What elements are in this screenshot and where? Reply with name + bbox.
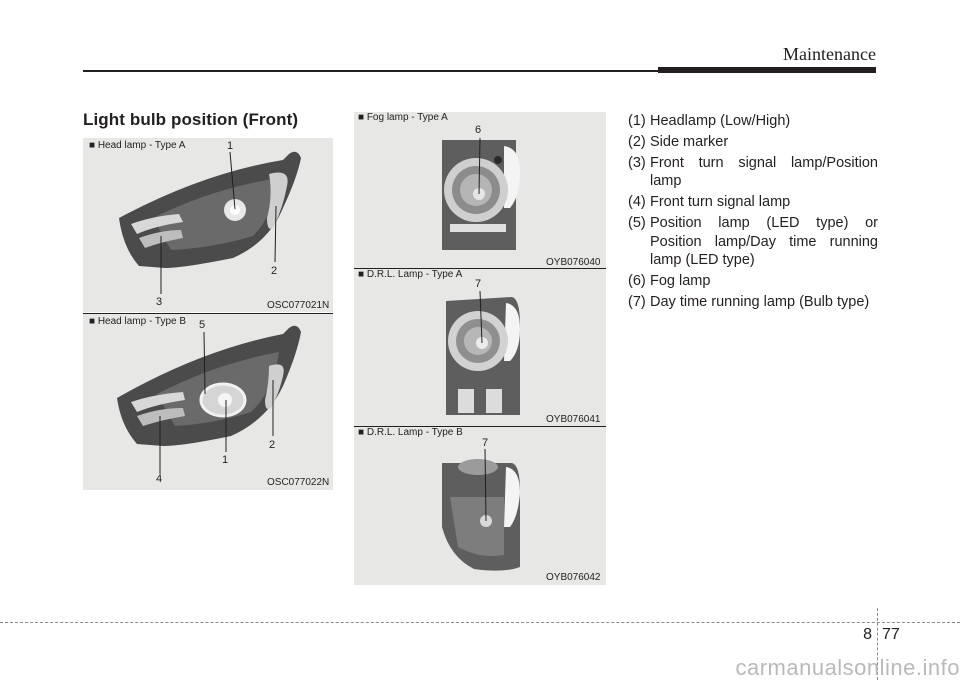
figure-head-lamp-type-a: ■ Head lamp - Type A 1 2 3 OSC077021N [83, 138, 333, 312]
legend-number: (7) [628, 294, 646, 311]
legend-text: Front turn signal lamp [650, 194, 791, 211]
legend-text: Side marker [650, 134, 729, 150]
legend-item: (6)Fog lamp [628, 272, 878, 290]
footer-rule [0, 622, 960, 623]
header-rule-accent [658, 67, 876, 73]
callout-label: 7 [482, 437, 489, 449]
header-title: Maintenance [783, 44, 876, 64]
figure-divider [83, 313, 333, 314]
figure-divider [354, 268, 606, 269]
callout-label: 4 [156, 473, 163, 485]
footer-page-divider [877, 608, 878, 680]
callout-label: 3 [156, 296, 163, 308]
section-title: Light bulb position (Front) [83, 110, 299, 129]
callout-label: 7 [475, 278, 482, 290]
figure-fog-lamp-type-a: ■ Fog lamp - Type A 6 OYB076040 [354, 112, 606, 268]
figure-caption: ■ D.R.L. Lamp - Type A [358, 269, 463, 280]
legend-item: (1)Headlamp (Low/High) [628, 112, 878, 130]
chapter-number: 8 [863, 626, 872, 643]
legend-number: (2) [628, 134, 646, 150]
figure-caption: ■ D.R.L. Lamp - Type B [358, 427, 463, 438]
legend-item: (2)Side marker [628, 133, 878, 151]
legend-item: (3)Front turn signal lamp/Position lamp [628, 154, 878, 191]
figure-code: OYB076041 [546, 414, 601, 425]
legend-number: (1) [628, 113, 646, 129]
legend-text: Position lamp (LED type) or Position lam… [650, 215, 878, 269]
figure-caption: ■ Head lamp - Type B [89, 316, 187, 327]
callout-label: 2 [269, 439, 276, 451]
head-lamp-type-a-illustration [119, 151, 301, 294]
fog-lamp-type-a-illustration [442, 137, 520, 250]
legend-item: (7)Day time running lamp (Bulb type) [628, 293, 878, 311]
head-lamp-type-b-illustration [117, 325, 301, 474]
figure-code: OYB076040 [546, 257, 601, 268]
figure-head-lamp-type-b: ■ Head lamp - Type B 5 2 1 4 OSC077022N [83, 314, 333, 490]
legend-item: (5)Position lamp (LED type) or Position … [628, 214, 878, 269]
legend-text: Headlamp (Low/High) [650, 113, 791, 129]
callout-label: 2 [271, 265, 278, 277]
figure-drl-lamp-type-b: ■ D.R.L. Lamp - Type B 7 OYB076042 [354, 427, 606, 585]
figure-code: OSC077021N [267, 300, 330, 311]
drl-lamp-type-b-illustration [442, 448, 520, 571]
figure-caption: ■ Fog lamp - Type A [358, 112, 448, 123]
legend-text: Front turn signal lamp/Position lamp [650, 155, 878, 190]
page-number: 77 [882, 626, 900, 643]
watermark: carmanualsonline.info [735, 655, 960, 680]
legend-text: Fog lamp [650, 273, 711, 290]
legend-number: (3) [628, 155, 646, 171]
figure-divider [354, 426, 606, 427]
drl-lamp-type-a-illustration [446, 290, 520, 415]
legend-text: Day time running lamp (Bulb type) [650, 294, 870, 311]
legend-number: (5) [628, 215, 646, 232]
figure-code: OSC077022N [267, 477, 330, 488]
figure-code: OYB076042 [546, 572, 601, 583]
header-rule [83, 70, 658, 72]
callout-label: 1 [227, 140, 234, 152]
callout-label: 6 [475, 124, 482, 136]
legend-item: (4)Front turn signal lamp [628, 193, 878, 211]
callout-label: 1 [222, 454, 229, 466]
figure-caption: ■ Head lamp - Type A [89, 140, 186, 151]
legend-number: (6) [628, 273, 646, 290]
figure-drl-lamp-type-a: ■ D.R.L. Lamp - Type A 7 OYB076041 [354, 269, 606, 426]
legend-number: (4) [628, 194, 646, 211]
bulb-legend: (1)Headlamp (Low/High) (2)Side marker (3… [628, 112, 878, 314]
callout-label: 5 [199, 319, 206, 331]
